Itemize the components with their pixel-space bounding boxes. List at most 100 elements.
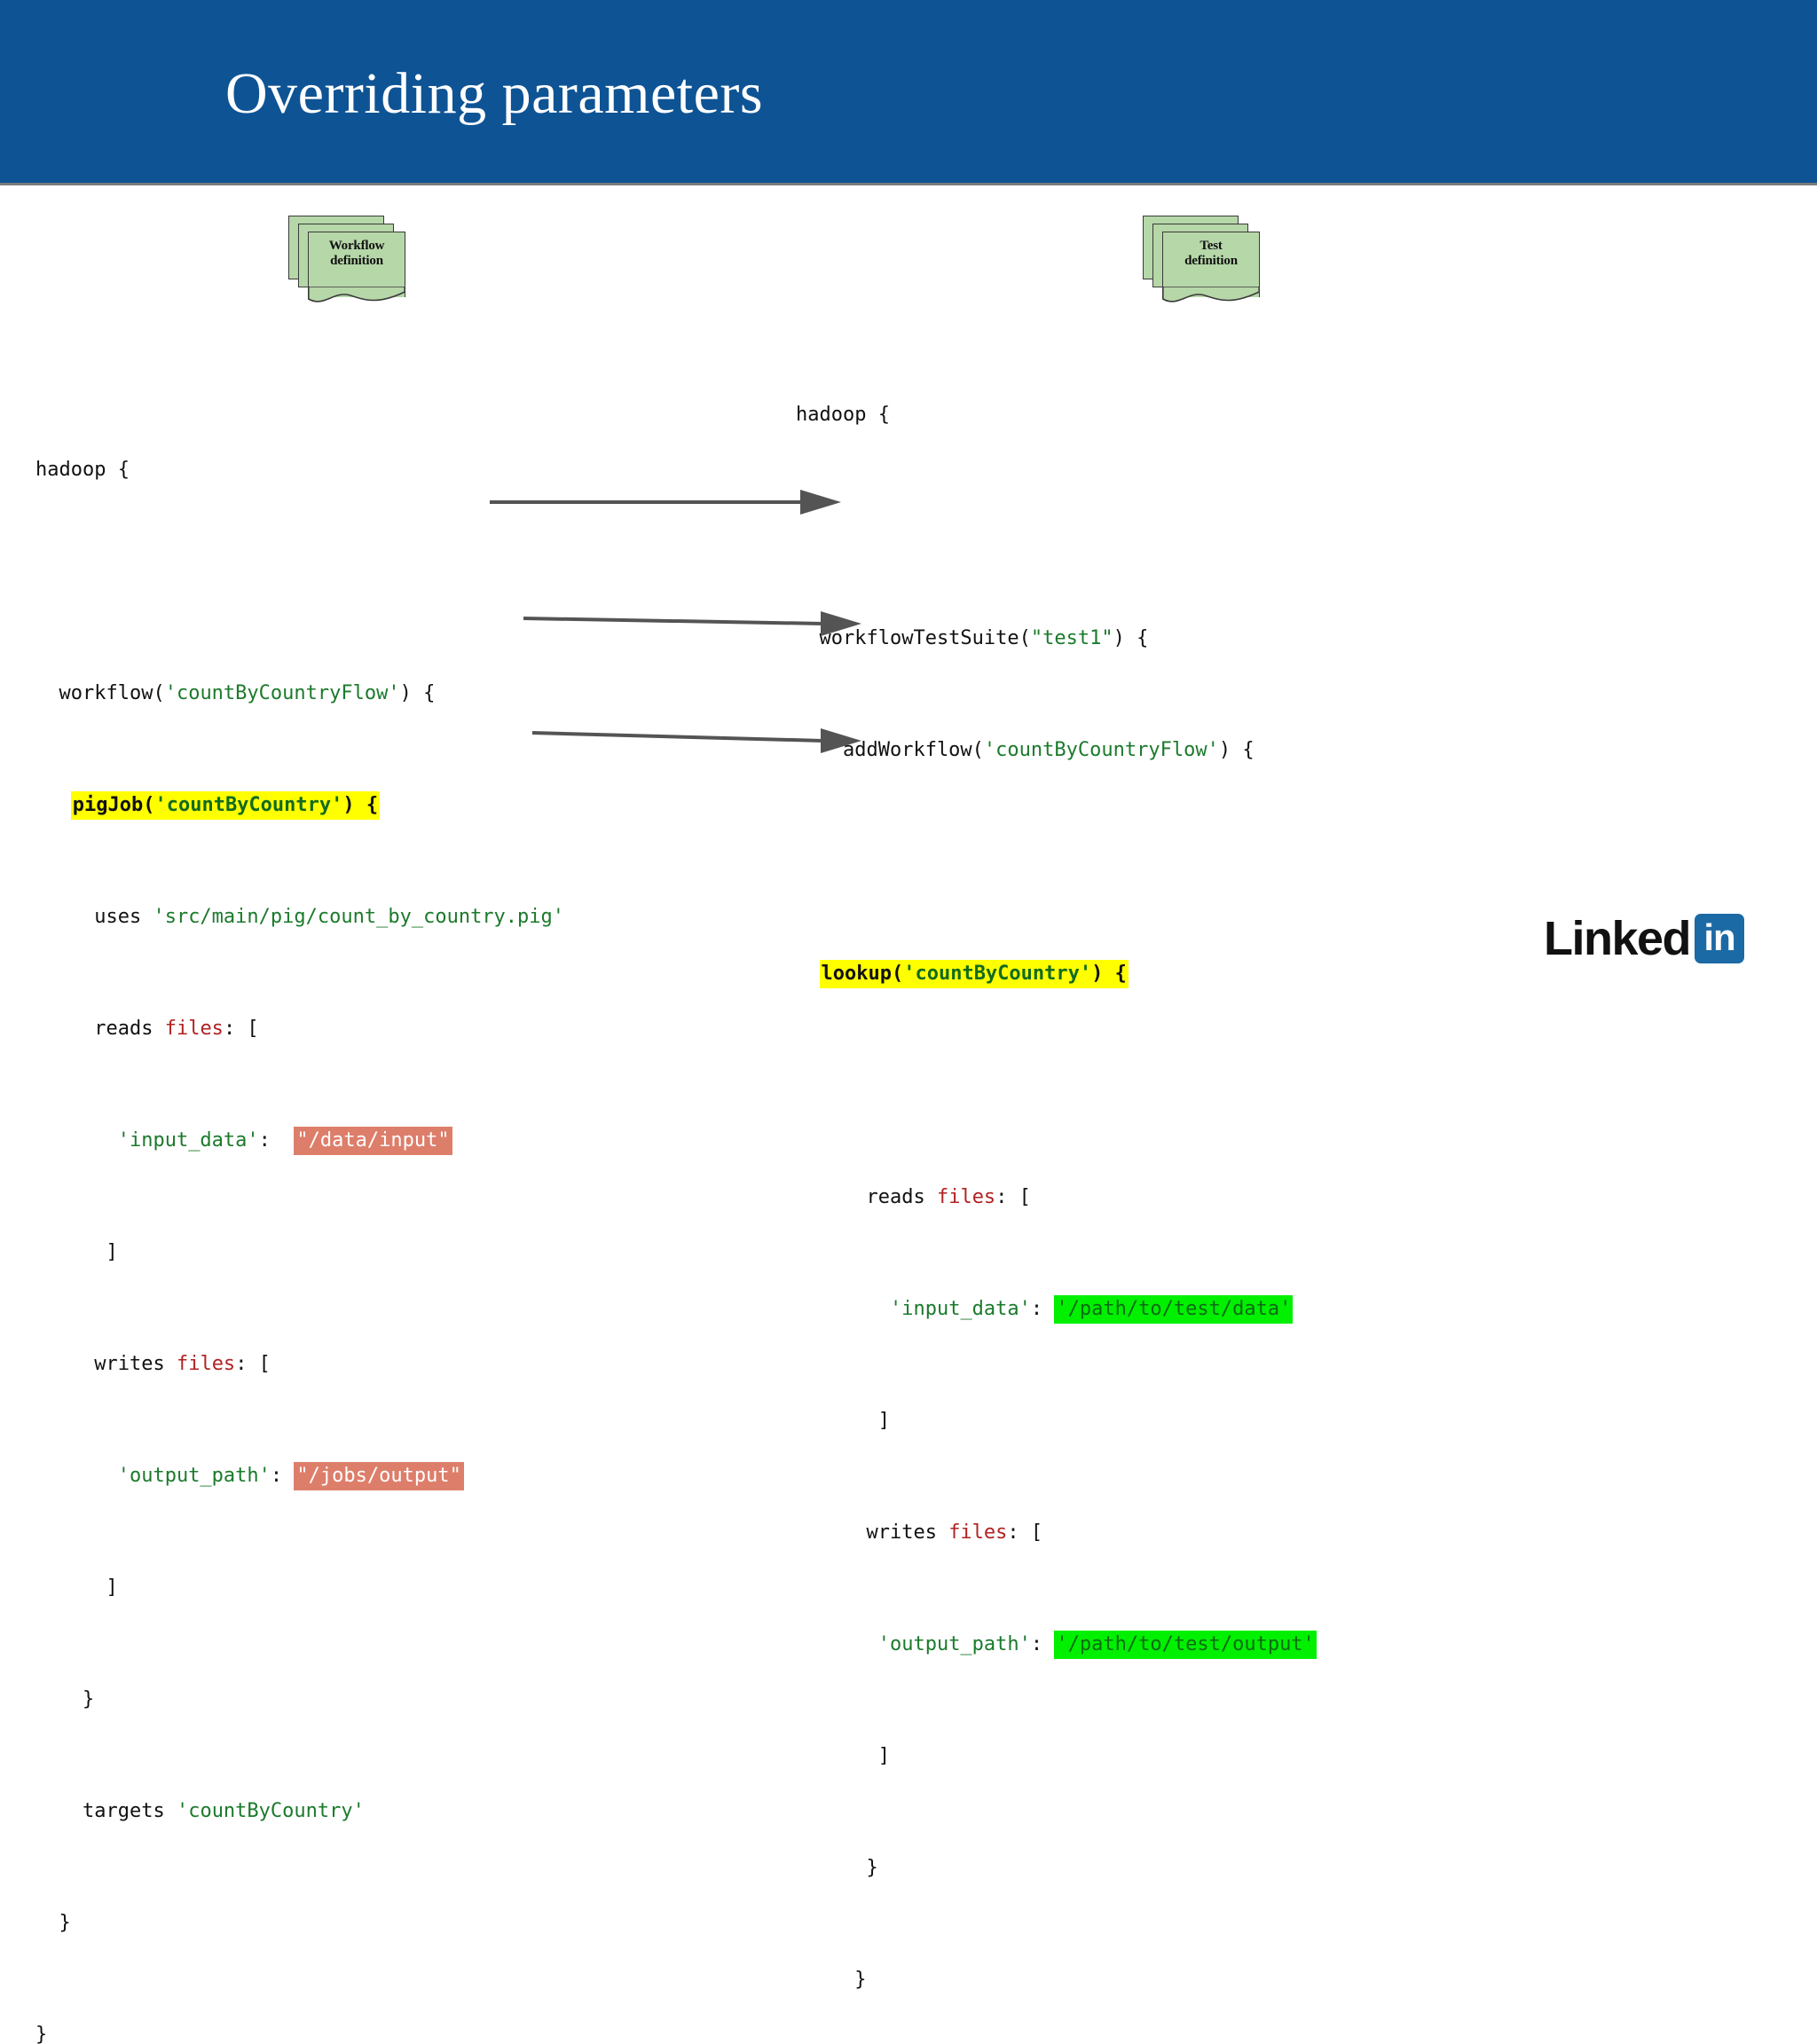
code-token-string: "test1" (1030, 627, 1113, 649)
code-line: reads files: [ (35, 1010, 564, 1048)
code-token: targets (35, 1800, 177, 1822)
code-line: ] (35, 1569, 564, 1607)
code-token-string: 'countByCountryFlow' (164, 682, 400, 704)
code-line: } (796, 1961, 1317, 1999)
code-token: reads (796, 1186, 937, 1208)
code-token: addWorkflow( (796, 739, 984, 761)
code-line: reads files: [ (796, 1179, 1317, 1216)
code-token: workflowTestSuite( (796, 627, 1031, 649)
slide-header-band: Overriding parameters (0, 0, 1817, 185)
workflow-doc-label-line1: Workflow (328, 239, 385, 253)
code-token: : [ (995, 1186, 1031, 1208)
code-line: ] (796, 1738, 1317, 1775)
code-token: uses (35, 906, 153, 928)
code-line-highlighted-lookup: lookup('countByCountry') { (796, 955, 1317, 993)
code-line-blank (796, 1067, 1317, 1105)
code-token: ) { (1091, 963, 1127, 985)
linkedin-badge-text: in (1703, 916, 1735, 958)
code-token: ] (796, 1410, 890, 1432)
test-definition-code-block: hadoop { workflowTestSuite("test1") { ad… (796, 322, 1317, 2044)
code-line: } (35, 1681, 564, 1718)
arrow-pigjob-to-lookup (490, 490, 841, 515)
test-doc-label-line2: definition (1184, 254, 1238, 268)
code-line-blank (796, 844, 1317, 881)
lookup-highlight: lookup('countByCountry') { (819, 960, 1129, 988)
test-doc-label: Test definition (1162, 239, 1260, 269)
code-token (796, 1298, 890, 1320)
code-line-input-data: 'input_data': "/data/input" (35, 1122, 564, 1160)
code-line-input-data: 'input_data': '/path/to/test/data' (796, 1291, 1317, 1328)
code-token-string: 'countByCountryFlow' (983, 739, 1219, 761)
code-line-output-path: 'output_path': "/jobs/output" (35, 1458, 564, 1495)
page-title: Overriding parameters (225, 61, 764, 126)
code-token: ] (35, 1576, 118, 1599)
code-line: ] (796, 1403, 1317, 1440)
code-line-blank (796, 508, 1317, 546)
code-token-string: 'countByCountry' (903, 963, 1092, 985)
code-token: } (35, 1912, 71, 1934)
code-token: ] (35, 1241, 118, 1263)
code-token-string: 'countByCountry' (176, 1800, 365, 1822)
code-token: ) { (342, 794, 379, 816)
code-token: ] (796, 1745, 890, 1767)
code-line: hadoop { (35, 452, 564, 489)
test-output-path-value-highlight: '/path/to/test/output' (1054, 1631, 1317, 1659)
code-token: : [ (1007, 1521, 1043, 1544)
doc-wave-edge (308, 287, 405, 303)
workflow-definition-doc-icon: Workflow definition (288, 216, 405, 303)
code-token: } (35, 1688, 95, 1710)
linkedin-logo: Linked in (1544, 912, 1745, 965)
code-token-keyword: files (948, 1521, 1008, 1544)
test-definition-doc-icon: Test definition (1143, 216, 1260, 303)
code-token: hadoop { (796, 404, 890, 426)
code-token: workflow( (35, 682, 165, 704)
linkedin-wordmark: Linked (1544, 912, 1692, 965)
code-line: } (35, 2016, 564, 2044)
code-token: writes (796, 1521, 949, 1544)
code-token: : [ (235, 1353, 271, 1375)
code-token: : (1030, 1633, 1055, 1655)
code-token: : (258, 1129, 295, 1152)
doc-wave-edge (1162, 287, 1260, 303)
arrow-output-path (531, 728, 861, 753)
code-token (796, 1633, 878, 1655)
code-line: workflowTestSuite("test1") { (796, 620, 1317, 657)
code-token-string: 'output_path' (877, 1633, 1031, 1655)
code-line: uses 'src/main/pig/count_by_country.pig' (35, 899, 564, 936)
code-token: : (1030, 1298, 1055, 1320)
code-line: addWorkflow('countByCountryFlow') { (796, 732, 1317, 769)
code-line-highlighted-pigjob: pigJob('countByCountry') { (35, 787, 564, 824)
test-input-data-value-highlight: '/path/to/test/data' (1054, 1295, 1294, 1324)
code-token: ) { (1218, 739, 1255, 761)
code-line: workflow('countByCountryFlow') { (35, 675, 564, 712)
code-line: hadoop { (796, 397, 1317, 434)
code-token-keyword: files (176, 1353, 236, 1375)
code-line: } (35, 1905, 564, 1942)
workflow-doc-label: Workflow definition (308, 239, 405, 269)
code-token (35, 1465, 118, 1487)
code-token-string: 'input_data' (889, 1298, 1031, 1320)
workflow-definition-code-block: hadoop { workflow('countByCountryFlow') … (35, 377, 564, 2044)
code-line: writes files: [ (796, 1514, 1317, 1552)
test-doc-label-line1: Test (1200, 239, 1223, 253)
input-data-value-highlight: "/data/input" (294, 1127, 452, 1155)
code-token: : (270, 1465, 295, 1487)
code-token: ) { (399, 682, 436, 704)
code-line: writes files: [ (35, 1346, 564, 1383)
code-token-string: 'src/main/pig/count_by_country.pig' (153, 906, 565, 928)
code-token-string: 'output_path' (117, 1465, 271, 1487)
workflow-doc-label-line2: definition (330, 254, 383, 268)
code-token: ) { (1113, 627, 1149, 649)
code-token: pigJob( (72, 794, 155, 816)
code-token: } (796, 1857, 878, 1879)
linkedin-badge: in (1695, 914, 1745, 963)
pigjob-highlight: pigJob('countByCountry') { (70, 791, 381, 820)
code-token-keyword: files (936, 1186, 996, 1208)
output-path-value-highlight: "/jobs/output" (294, 1462, 464, 1490)
arrow-input-data (523, 611, 861, 636)
code-token: hadoop { (35, 459, 130, 481)
code-line-blank (35, 563, 564, 601)
code-token-keyword: files (164, 1018, 224, 1040)
code-token-string: 'countByCountry' (154, 794, 343, 816)
code-token-string: 'input_data' (117, 1129, 259, 1152)
